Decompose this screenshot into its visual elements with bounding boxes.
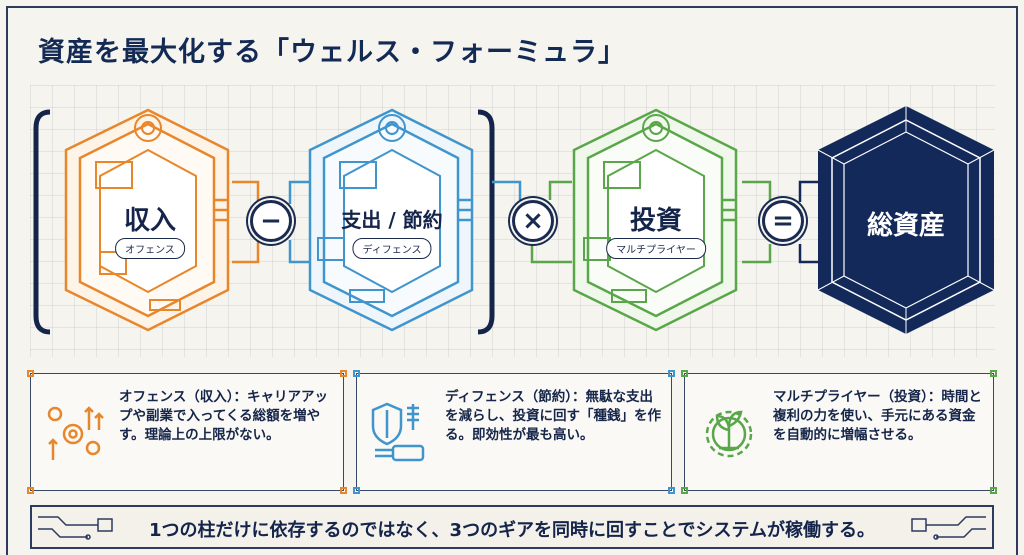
card-multiplier-text: マルチプライヤー（投資）：時間と複利の力を使い、手元にある資金を自動的に増幅させ… (773, 389, 982, 444)
shield-valve-icon (371, 402, 425, 462)
summary-banner: 1つの柱だけに依存するのではなく、3つのギアを同時に回すことでシステムが稼働する… (30, 505, 994, 549)
sprout-gear-icon (705, 410, 753, 458)
wire-green-2 (530, 244, 572, 264)
hex-label-spending: 支出 / 節約 (341, 208, 443, 232)
wire-blue-3 (492, 180, 522, 200)
circuit-left-icon (38, 516, 113, 540)
wire-orange-2 (232, 240, 260, 264)
page-title: 資産を最大化する「ウェルス・フォーミュラ」 (38, 37, 626, 68)
wire-green-3 (742, 180, 772, 202)
hex-label-investment: 投資 (629, 206, 683, 236)
wire-navy-2 (798, 244, 822, 264)
circuit-right-icon (911, 516, 986, 540)
right-bracket (477, 109, 495, 335)
card-defense-text: ディフェンス（節約）：無駄な支出を減らし、投資に回す「種銭」を作る。即効性が最も… (445, 389, 661, 444)
hex-sublabel-defense: ディフェンス (352, 238, 432, 259)
hex-label-income: 収入 (123, 206, 177, 236)
wire-orange-1 (232, 180, 260, 204)
hex-sublabel-offense: オフェンス (115, 238, 185, 259)
hex-label-total-assets: 総資産 (866, 211, 946, 241)
equals-operator: = (762, 200, 804, 242)
hex-total-assets (817, 106, 995, 334)
hex-module-investment (572, 108, 738, 332)
wire-blue-2 (288, 240, 312, 264)
hex-sublabel-multiplier: マルチプライヤー (606, 238, 706, 259)
wire-blue-1 (288, 180, 312, 204)
gears-arrows-icon (47, 406, 104, 460)
card-defense: ディフェンス（節約）：無駄な支出を減らし、投資に回す「種銭」を作る。即効性が最も… (353, 370, 675, 494)
card-offense: オフェンス（収入）：キャリアアップや副業で入ってくる総額を増やす。理論上の上限が… (27, 370, 347, 494)
summary-banner-text: 1つの柱だけに依存するのではなく、3つのギアを同時に回すことでシステムが稼働する… (149, 520, 875, 541)
wire-green-4 (742, 244, 772, 264)
minus-operator: − (250, 200, 292, 242)
wire-navy-1 (798, 180, 822, 202)
wire-green-1 (548, 180, 572, 200)
left-bracket (33, 109, 51, 335)
page-frame (6, 6, 1018, 555)
card-multiplier: マルチプライヤー（投資）：時間と複利の力を使い、手元にある資金を自動的に増幅させ… (681, 370, 997, 494)
card-offense-text: オフェンス（収入）：キャリアアップや副業で入ってくる総額を増やす。理論上の上限が… (119, 389, 328, 444)
times-operator: × (512, 200, 554, 242)
